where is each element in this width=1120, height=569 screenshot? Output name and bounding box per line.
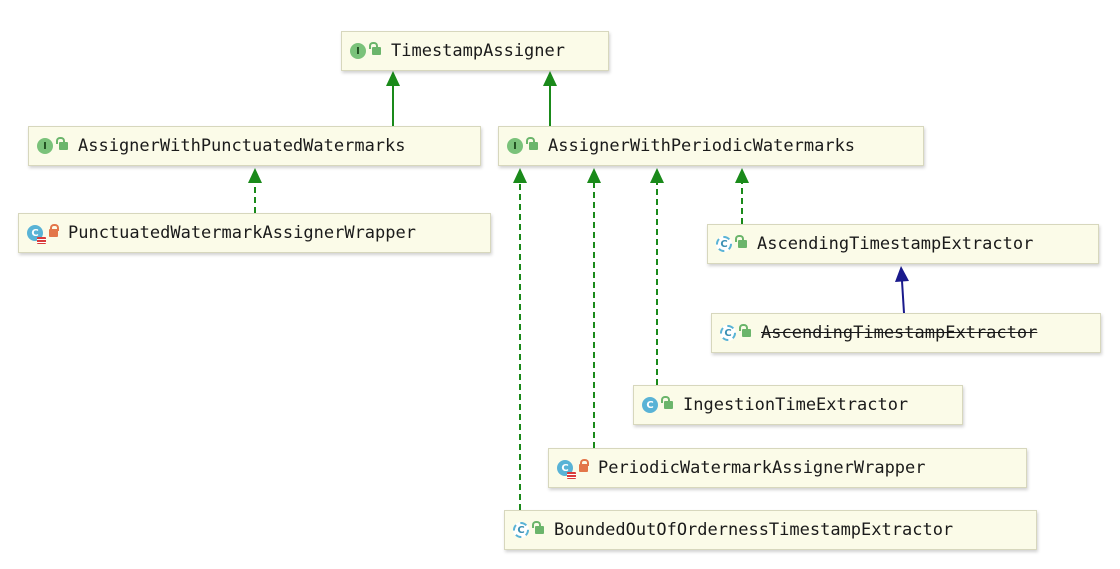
abstract-class-icon: C bbox=[720, 325, 736, 341]
node-label: AscendingTimestampExtractor bbox=[757, 234, 1034, 254]
interface-icon: I bbox=[507, 138, 523, 154]
node-bounded-out-of-orderness-timestamp-extractor[interactable]: C BoundedOutOfOrdernessTimestampExtracto… bbox=[504, 510, 1037, 550]
interface-icon: I bbox=[350, 43, 366, 59]
interface-icon: I bbox=[37, 138, 53, 154]
public-visibility-icon bbox=[369, 42, 381, 55]
public-visibility-icon bbox=[739, 324, 751, 337]
node-ascending-timestamp-extractor-deprecated[interactable]: C AscendingTimestampExtractor bbox=[711, 313, 1101, 353]
edge-punctuated-wrapper-implements bbox=[248, 168, 262, 213]
node-label: TimestampAssigner bbox=[391, 41, 565, 61]
private-visibility-icon bbox=[49, 224, 59, 237]
node-assigner-with-periodic-watermarks[interactable]: I AssignerWithPeriodicWatermarks bbox=[498, 126, 924, 166]
node-ingestion-time-extractor[interactable]: C IngestionTimeExtractor bbox=[633, 385, 963, 425]
abstract-class-icon: C bbox=[716, 236, 732, 252]
node-label: PunctuatedWatermarkAssignerWrapper bbox=[68, 223, 416, 243]
edge-ingestion-extractor-implements bbox=[650, 168, 664, 385]
edge-periodic-extends-timestamp-assigner bbox=[543, 71, 557, 126]
node-periodic-watermark-assigner-wrapper[interactable]: C PeriodicWatermarkAssignerWrapper bbox=[548, 448, 1027, 488]
node-label: IngestionTimeExtractor bbox=[683, 395, 909, 415]
edge-punctuated-extends-timestamp-assigner bbox=[386, 71, 400, 126]
node-punctuated-watermark-assigner-wrapper[interactable]: C PunctuatedWatermarkAssignerWrapper bbox=[18, 213, 491, 253]
public-visibility-icon bbox=[532, 521, 544, 534]
node-ascending-timestamp-extractor[interactable]: C AscendingTimestampExtractor bbox=[707, 224, 1099, 264]
final-class-icon: C bbox=[557, 460, 576, 479]
edge-bounded-extractor-implements bbox=[513, 168, 527, 510]
node-label: AssignerWithPeriodicWatermarks bbox=[548, 136, 856, 156]
final-class-icon: C bbox=[27, 225, 46, 244]
abstract-class-icon: C bbox=[513, 522, 529, 538]
node-label: AssignerWithPunctuatedWatermarks bbox=[78, 136, 406, 156]
public-visibility-icon bbox=[56, 137, 68, 150]
public-visibility-icon bbox=[735, 235, 747, 248]
node-assigner-with-punctuated-watermarks[interactable]: I AssignerWithPunctuatedWatermarks bbox=[28, 126, 481, 166]
private-visibility-icon bbox=[579, 459, 589, 472]
edge-ascending-extractor-implements bbox=[735, 168, 749, 224]
edge-periodic-wrapper-implements bbox=[587, 168, 601, 448]
node-label: BoundedOutOfOrdernessTimestampExtractor bbox=[554, 520, 954, 540]
edge-deprecated-ascending-extends bbox=[895, 266, 909, 314]
public-visibility-icon bbox=[526, 137, 538, 150]
node-label: PeriodicWatermarkAssignerWrapper bbox=[598, 458, 926, 478]
node-label: AscendingTimestampExtractor bbox=[761, 323, 1038, 343]
public-visibility-icon bbox=[661, 396, 673, 409]
class-icon: C bbox=[642, 397, 658, 413]
node-timestamp-assigner[interactable]: I TimestampAssigner bbox=[341, 31, 609, 71]
